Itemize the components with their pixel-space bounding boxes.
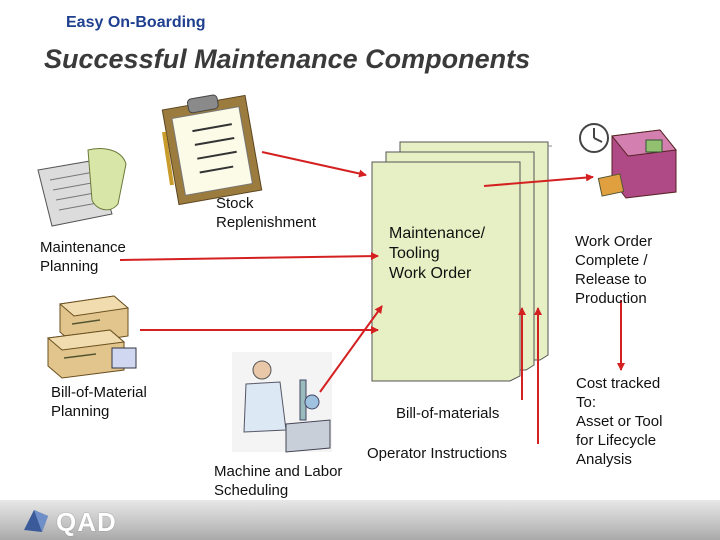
slide-title: Successful Maintenance Components <box>44 44 531 74</box>
clipboard-icon <box>161 94 263 206</box>
arrow-labor-to-workorder <box>319 305 383 393</box>
notebook-icon <box>37 148 127 227</box>
boxes-icon <box>46 295 137 379</box>
clock-register-icon <box>579 123 677 199</box>
qad-logo-icon <box>24 510 48 532</box>
label-machine-labor-scheduling: Machine and Labor Scheduling <box>214 463 343 499</box>
arrow-workorder-to-complete <box>483 173 594 187</box>
label-work-order: Maintenance/ Tooling Work Order <box>389 225 486 282</box>
lab-technician-icon <box>232 352 332 453</box>
label-operator-instructions: Operator Instructions <box>367 445 508 462</box>
label-work-order-complete: Work Order Complete / Release to Product… <box>575 233 653 307</box>
flow-arrows <box>119 151 625 444</box>
label-bill-of-materials: Bill-of-materials <box>396 405 500 422</box>
footer-bar <box>0 500 720 540</box>
arrow-clipboard-to-workorder <box>261 151 367 178</box>
label-bom-planning: Bill-of-Material Planning <box>51 384 147 420</box>
qad-logo: QAD <box>56 507 117 537</box>
work-order-documents <box>371 141 552 382</box>
label-maintenance-planning: Maintenance Planning <box>40 239 126 275</box>
arrow-planning-to-workorder <box>119 252 379 261</box>
label-cost-tracked: Cost tracked To: Asset or Tool for Lifec… <box>576 375 663 468</box>
label-stock-replenishment: Stock Replenishment <box>216 195 317 231</box>
section-kicker: Easy On-Boarding <box>66 14 206 31</box>
